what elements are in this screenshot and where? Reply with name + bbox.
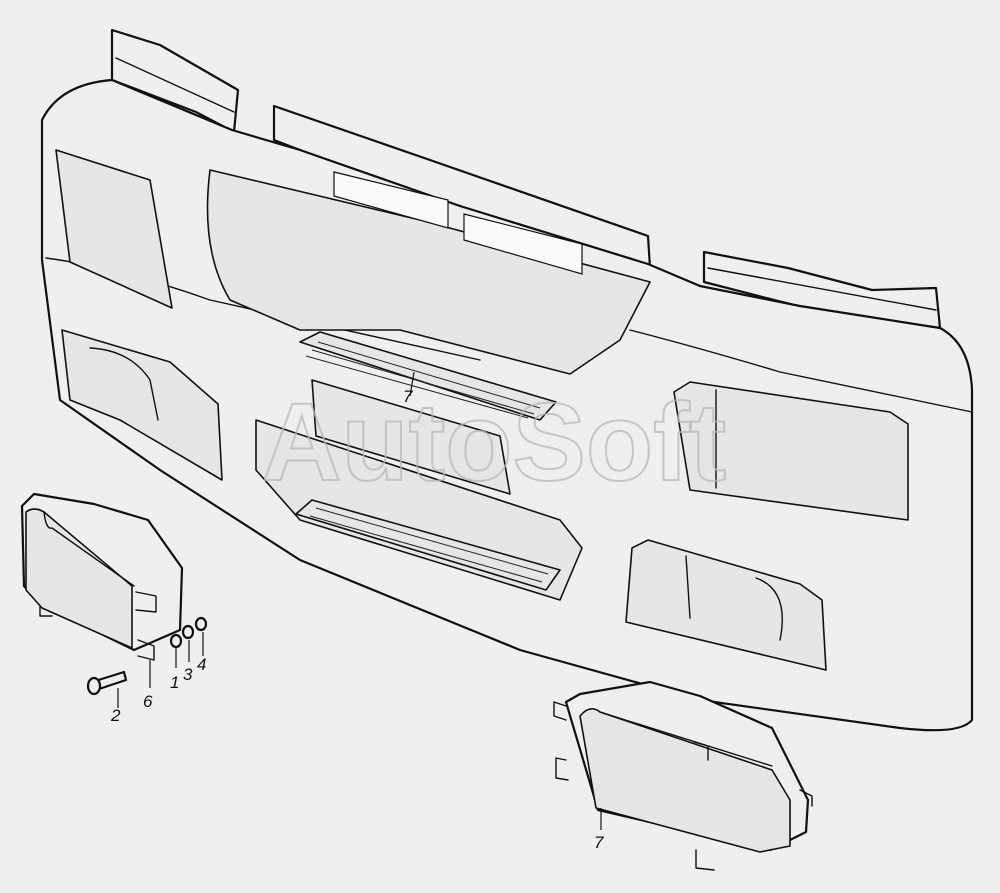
left-headlamp-recess bbox=[55, 149, 173, 309]
callout-7-grille: 7 bbox=[403, 387, 413, 406]
upper-grille-opening bbox=[206, 169, 651, 375]
washer bbox=[169, 633, 183, 649]
left-foglamp bbox=[20, 492, 184, 661]
watermark: AutoSoft bbox=[262, 381, 726, 504]
callout-2: 2 bbox=[110, 706, 121, 725]
left-foglight-opening bbox=[61, 329, 223, 481]
lower-mesh-grille bbox=[295, 499, 561, 591]
callout-6: 6 bbox=[143, 692, 153, 711]
lower-mesh-pattern bbox=[309, 507, 549, 583]
right-headlamp-opening bbox=[673, 381, 909, 521]
nut bbox=[194, 616, 208, 632]
callout-3: 3 bbox=[183, 665, 193, 684]
bumper-assembly bbox=[40, 28, 974, 732]
callouts: 2 6 1 3 4 7 7 bbox=[110, 387, 604, 852]
right-foglamp-lens bbox=[579, 708, 791, 853]
callout-1: 1 bbox=[170, 673, 179, 692]
license-plate-mount bbox=[311, 379, 511, 495]
fasteners bbox=[86, 616, 208, 696]
right-foglamp bbox=[553, 680, 813, 871]
callout-4: 4 bbox=[197, 655, 206, 674]
left-foglamp-lens bbox=[25, 508, 133, 649]
upper-slot-left bbox=[333, 171, 449, 229]
spring-washer bbox=[181, 624, 195, 640]
leader-lines bbox=[117, 371, 602, 830]
right-foglight-opening bbox=[625, 539, 827, 671]
upper-slot-right bbox=[463, 213, 583, 275]
upper-mesh-pattern bbox=[305, 341, 541, 419]
callout-7-foglamp: 7 bbox=[594, 833, 604, 852]
upper-mesh-grille bbox=[299, 331, 557, 421]
